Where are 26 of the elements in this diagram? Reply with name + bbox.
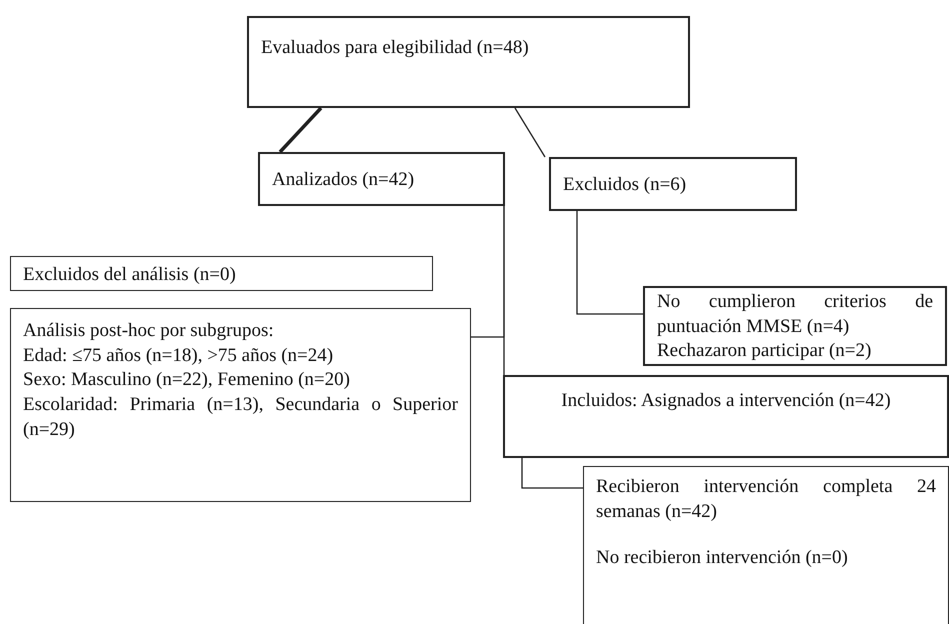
- box-text: Escolaridad: Primaria (n=13), Secundaria o Superior (n=29): [23, 393, 458, 442]
- process-box: [258, 152, 505, 206]
- box-text: Sexo: Masculino (n=22), Femenino (n=20): [23, 368, 351, 392]
- box-text: No recibieron intervención (n=0): [596, 546, 849, 570]
- process-box: [549, 157, 797, 211]
- box-text: Recibieron intervención completa 24 semanas (n=42): [596, 475, 936, 524]
- process-box: [10, 308, 471, 502]
- process-box: [583, 466, 949, 624]
- box-text: Incluidos: Asignados a intervención (n=42): [560, 389, 892, 413]
- process-box: [247, 16, 690, 108]
- box-text: Excluidos del análisis (n=0): [23, 263, 237, 287]
- box-text: No cumplieron criterios de puntuación MMSE (n=4): [657, 290, 933, 339]
- box-text: Edad: ≤75 años (n=18), >75 años (n=24): [23, 344, 334, 368]
- box-text: Análisis post-hoc por subgrupos:: [23, 319, 275, 343]
- connector-line: [278, 106, 322, 154]
- process-box: [10, 256, 433, 291]
- connector-line: [576, 211, 643, 315]
- box-text: Analizados (n=42): [272, 168, 416, 192]
- box-text: Evaluados para elegibilidad (n=48): [261, 36, 530, 60]
- box-text: Excluidos (n=6): [563, 173, 688, 197]
- process-box: [643, 286, 947, 366]
- connector-line: [514, 108, 546, 158]
- process-box: [503, 375, 949, 458]
- connector-line: [521, 458, 583, 489]
- connector-line: [503, 206, 505, 375]
- box-text: Rechazaron participar (n=2): [657, 339, 872, 364]
